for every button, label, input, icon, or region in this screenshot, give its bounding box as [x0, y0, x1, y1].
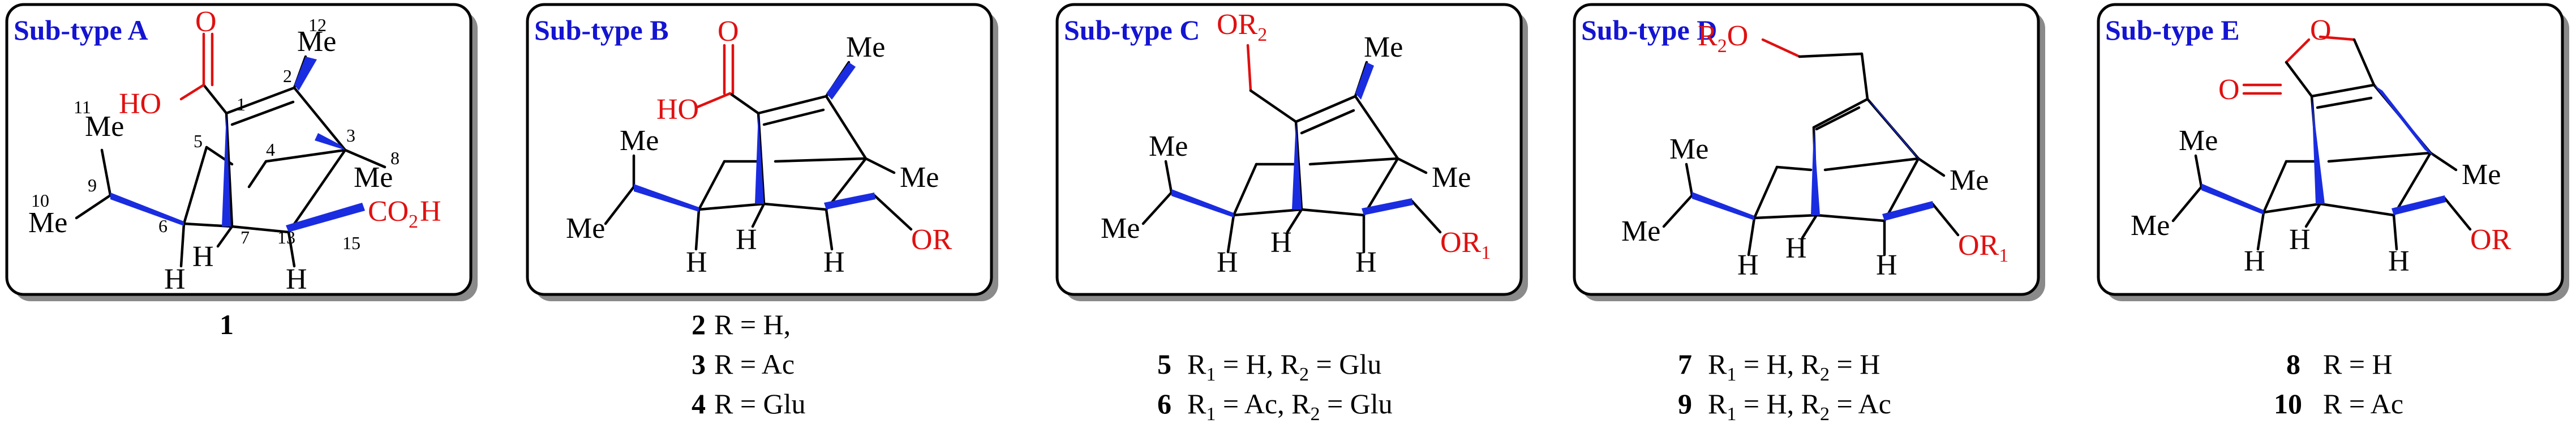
methyl-label: Me [2462, 159, 2501, 191]
caption-b: 2 R = H, 3 R = Ac 4 R = Glu [692, 309, 806, 420]
substituent-text: R = H [2323, 348, 2393, 380]
ring-oxygen: O [2310, 14, 2332, 46]
hydroxyl-label: HO [656, 93, 699, 126]
hydrogen-label: H [1737, 249, 1759, 281]
atom-number: 13 [277, 227, 295, 247]
hydrogen-label: H [2388, 245, 2410, 277]
structure-1: HO O Me Me Me Me H H H CO 2 H 1 2 3 4 5 … [28, 6, 441, 296]
structure-8-10: O O Me Me Me OR H H H [2131, 14, 2511, 277]
methyl-label: Me [2131, 210, 2170, 242]
ether-or-label: OR [2470, 224, 2511, 256]
or2-label: OR2 [1217, 8, 1267, 45]
methyl-label: Me [1364, 31, 1403, 63]
atom-number: 2 [283, 66, 292, 86]
panel-subtype-d: Sub-type D R2O [1573, 3, 2045, 301]
methyl-label: Me [2179, 125, 2218, 157]
methyl-label: Me [354, 161, 393, 194]
methyl-label: Me [297, 25, 336, 58]
panel-title: Sub-type A [14, 14, 148, 46]
panel-subtype-e: Sub-type E [2097, 3, 2569, 301]
hydrogen-label: H [823, 246, 845, 279]
compound-number: 10 [2274, 388, 2302, 420]
panel-subtype-a: Sub-type A [5, 3, 478, 301]
substituent-text: R = Ac [714, 348, 795, 380]
methyl-label: Me [566, 212, 605, 245]
hydrogen-label: H [1270, 226, 1292, 259]
methyl-label: Me [28, 207, 67, 239]
methyl-label: Me [1669, 133, 1708, 165]
compound-number: 3 [692, 348, 706, 380]
methyl-label: Me [1149, 130, 1188, 163]
methyl-label: Me [85, 110, 124, 143]
svg-text:H: H [420, 195, 441, 228]
structure-7-9: R2O Me Me Me [1621, 20, 2008, 281]
carbonyl-oxygen: O [2218, 74, 2240, 106]
panel-title: Sub-type B [534, 14, 669, 46]
hydrogen-label: H [1876, 249, 1897, 281]
hydrogen-label: H [686, 246, 707, 279]
panel-subtype-c: Sub-type C OR2 [1055, 3, 1528, 301]
substituent-text: R = Ac [2323, 388, 2403, 420]
caption-e: 8 R = H 10 R = Ac [2274, 348, 2403, 420]
panel-title: Sub-type E [2105, 14, 2240, 46]
svg-text:CO: CO [368, 195, 409, 228]
methyl-label: Me [1621, 215, 1660, 247]
hydrogen-label: H [736, 224, 757, 256]
structure-5-6: OR2 Me Me Me [1101, 8, 1491, 279]
methyl-label: Me [620, 125, 659, 157]
or1-label: OR1 [1958, 229, 2008, 266]
r2o-label: R2O [1698, 20, 1748, 57]
structure-2-4: HO O Me Me Me Me OR H H H [566, 15, 952, 279]
hydrogen-label: H [2289, 224, 2311, 256]
compound-number: 8 [2286, 348, 2300, 380]
methyl-label: Me [1101, 212, 1140, 245]
panel-title: Sub-type D [1581, 14, 1717, 46]
or1-label: OR1 [1440, 226, 1491, 263]
carbonyl-oxygen: O [718, 15, 739, 48]
atom-number: 1 [237, 94, 246, 114]
methyl-label: Me [1432, 161, 1471, 194]
hydrogen-label: H [286, 263, 307, 296]
methyl-label: Me [846, 31, 885, 63]
methyl-label: Me [900, 161, 939, 194]
ether-or-label: OR [911, 224, 952, 256]
atom-number: 4 [266, 139, 275, 160]
hydrogen-label: H [1217, 246, 1238, 279]
substituent-text: R = Glu [714, 388, 806, 420]
compound-number: 1 [220, 309, 234, 340]
compound-number: 2 [692, 309, 706, 340]
atom-number: 6 [158, 216, 168, 236]
atom-number: 8 [390, 148, 400, 168]
hydrogen-label: H [2244, 245, 2265, 277]
panel-title: Sub-type C [1064, 14, 1200, 46]
panel-subtype-b: Sub-type B [526, 3, 998, 301]
hydrogen-label: H [1785, 232, 1807, 264]
atom-number: 9 [88, 175, 97, 195]
atom-number: 11 [74, 97, 91, 117]
substituent-text: R = H, [714, 309, 791, 340]
hydrogen-label: H [192, 241, 214, 273]
hydroxyl-label: HO [119, 88, 161, 120]
atom-number: 15 [342, 233, 360, 253]
hydrogen-label: H [164, 263, 186, 296]
svg-text:2: 2 [409, 211, 418, 232]
carbonyl-oxygen: O [195, 6, 217, 38]
carboxylic-acid-label: CO 2 H [368, 195, 441, 232]
compound-number: 4 [692, 388, 706, 420]
atom-number: 3 [346, 125, 355, 146]
hydrogen-label: H [1355, 246, 1377, 279]
atom-number: 7 [241, 227, 250, 247]
methyl-label: Me [1950, 164, 1989, 196]
atom-number: 12 [308, 15, 327, 35]
atom-number: 10 [31, 190, 49, 211]
atom-number: 5 [194, 131, 203, 151]
